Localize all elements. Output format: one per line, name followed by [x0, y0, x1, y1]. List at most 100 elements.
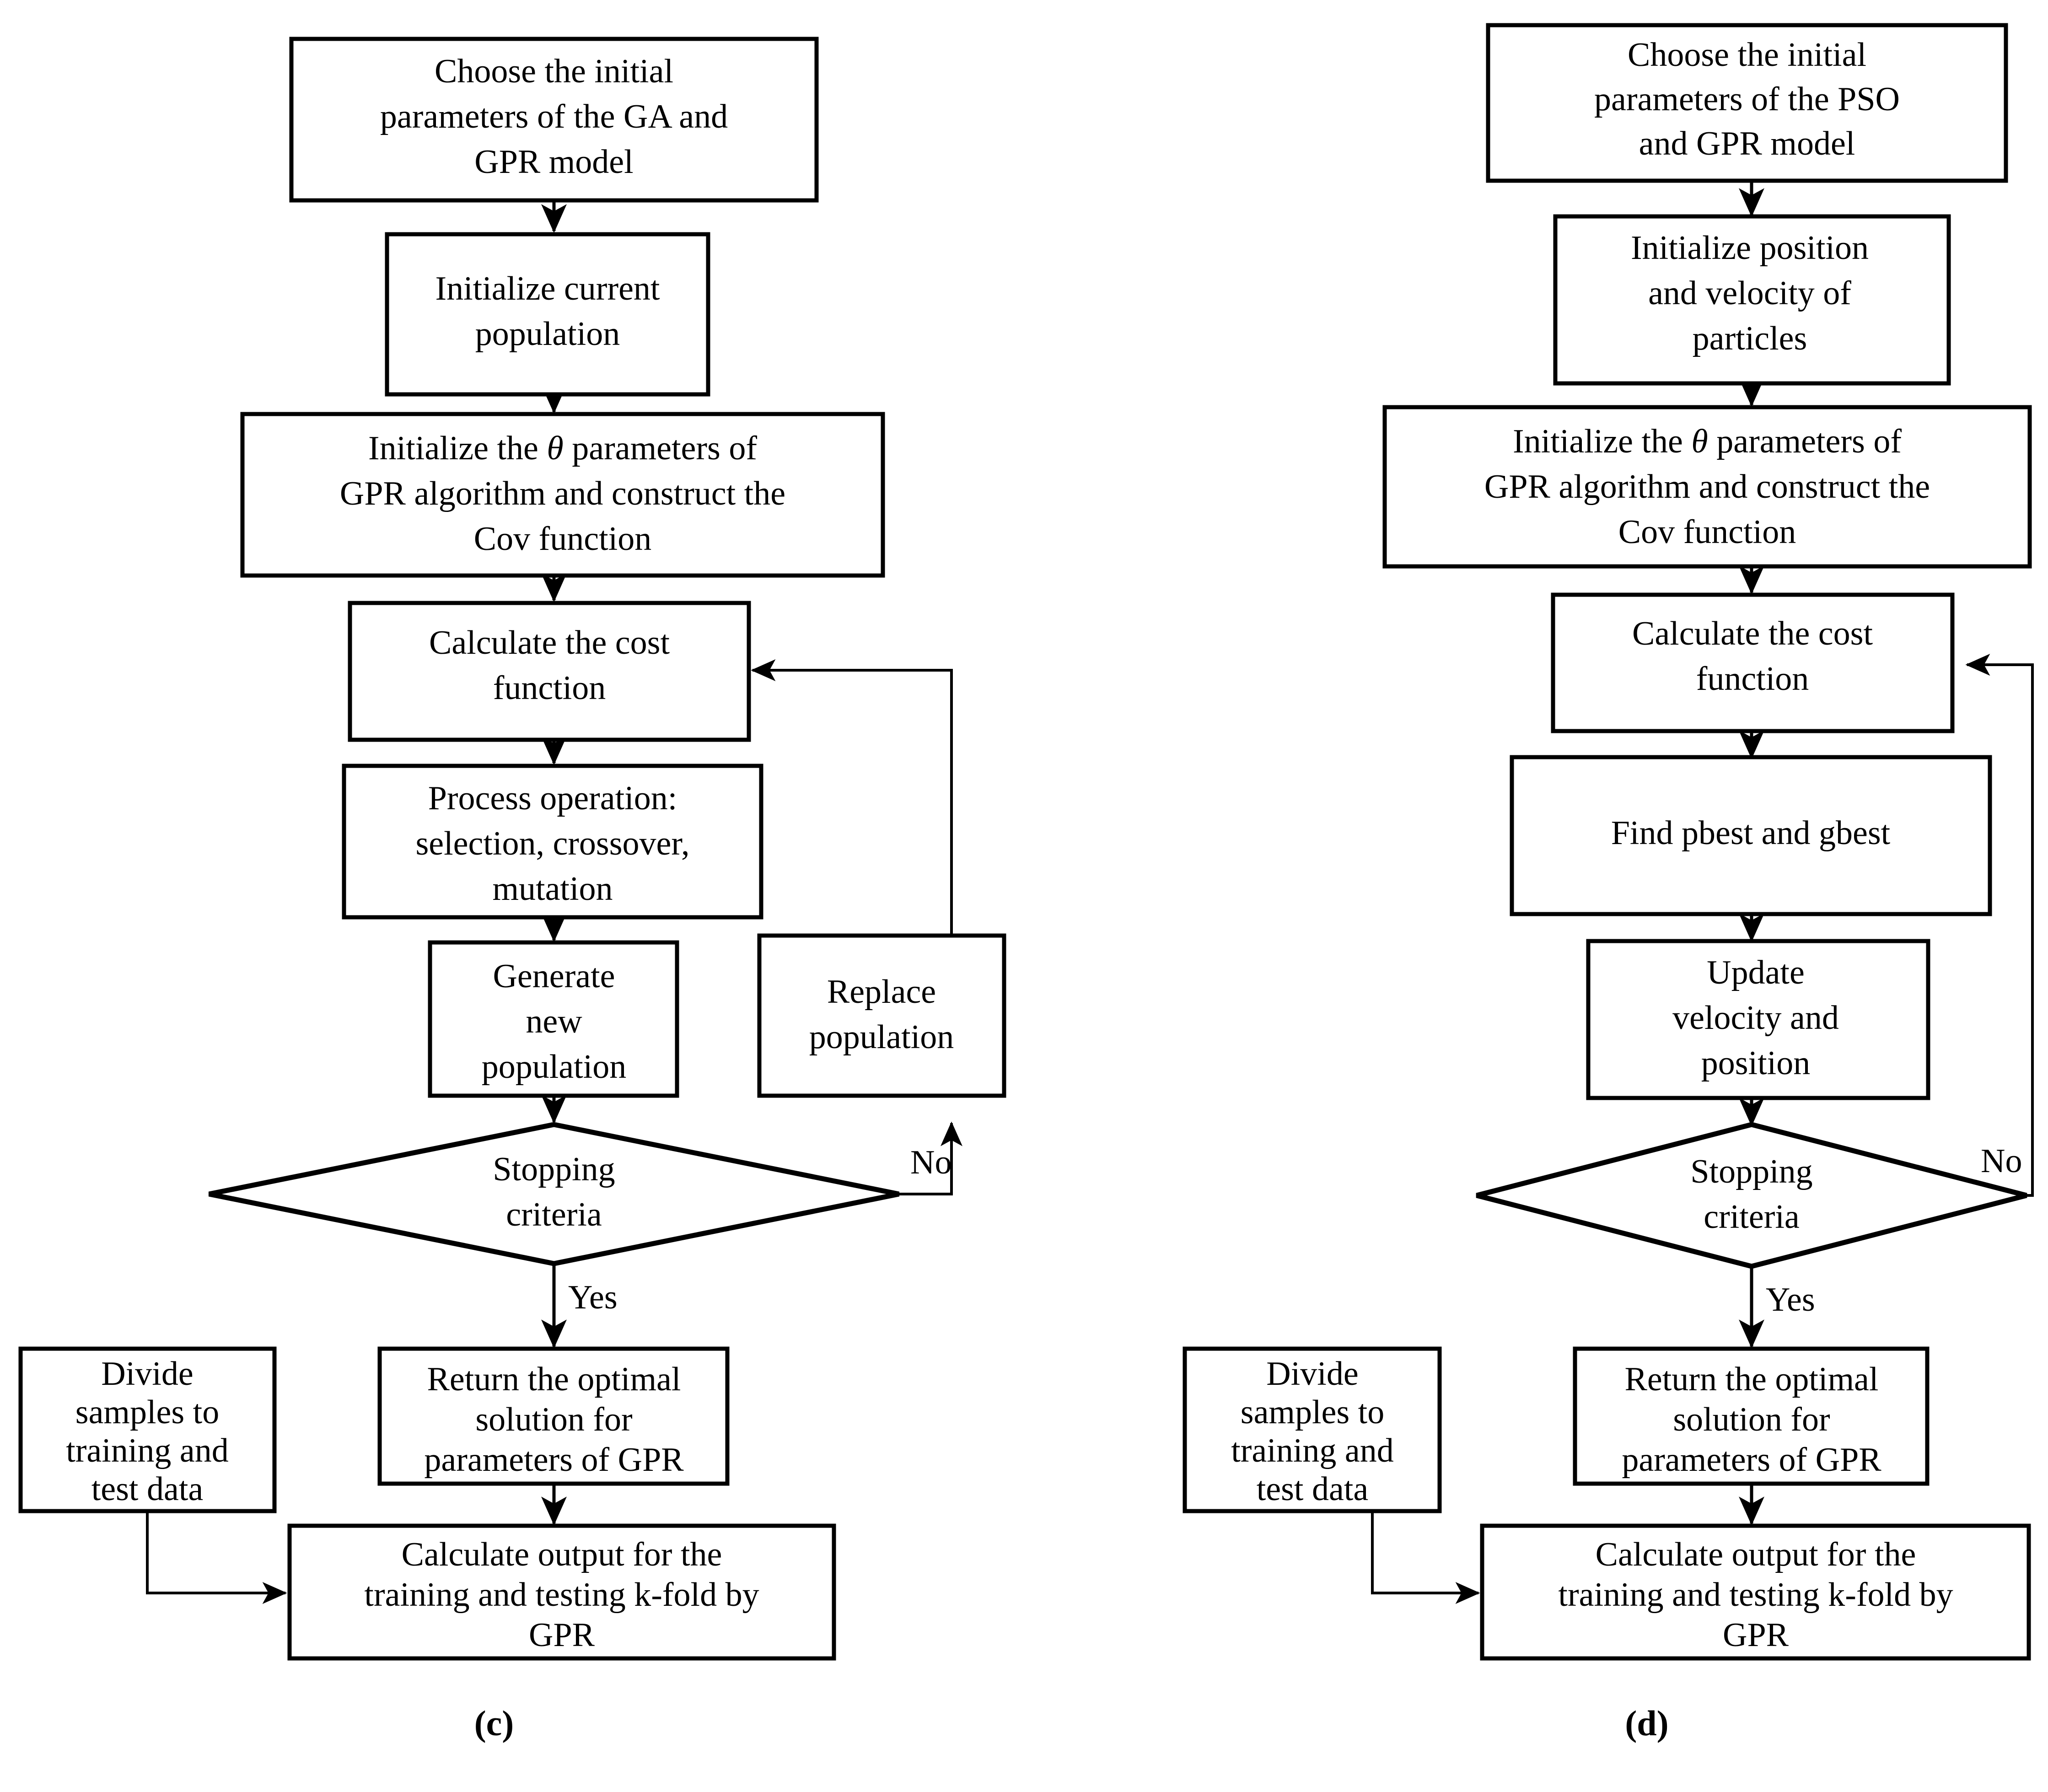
node-c5-label: mutation — [492, 870, 613, 908]
node-c11-box[interactable] — [287, 1523, 836, 1661]
node-d2-box[interactable] — [1553, 214, 1951, 386]
node-d3-label: Initialize the θ parameters of — [1513, 423, 1902, 460]
node-c7[interactable]: Replace population — [757, 933, 1006, 1098]
node-c4-box[interactable] — [348, 601, 751, 742]
edge-label-d-yes: Yes — [1766, 1281, 1815, 1318]
edge-c9-c11 — [146, 1511, 287, 1604]
node-d4-box[interactable] — [1551, 592, 1955, 733]
node-c7-label: Replace — [827, 973, 936, 1011]
node-d10-label: training and testing k-fold by — [1558, 1576, 1953, 1614]
node-c2-box[interactable] — [385, 232, 710, 397]
node-c11[interactable]: Calculate output for the training and te… — [287, 1523, 836, 1661]
node-c10-label: solution for — [475, 1401, 632, 1438]
node-d10[interactable]: Calculate output for the training and te… — [1480, 1523, 2031, 1661]
node-c3[interactable]: Initialize the θ parameters of GPR algor… — [240, 412, 885, 578]
node-c1-label: parameters of the GA and — [380, 98, 728, 135]
node-d7[interactable]: Stopping criteria — [1476, 1122, 2027, 1269]
node-d5-box[interactable] — [1510, 755, 1992, 916]
node-c10-box[interactable] — [377, 1346, 730, 1486]
node-c3-box[interactable] — [240, 412, 885, 578]
node-c1-box[interactable] — [289, 37, 819, 203]
node-c3-label: GPR algorithm and construct the — [340, 475, 785, 512]
node-c6-label: population — [482, 1048, 627, 1086]
node-c7-label: population — [809, 1018, 954, 1056]
node-c5[interactable]: Process operation: selection, crossover,… — [342, 764, 763, 920]
node-d8-label: test data — [1257, 1470, 1369, 1508]
node-d5-label: Find pbest and gbest — [1611, 814, 1891, 852]
node-c8-diamond[interactable] — [208, 1122, 900, 1266]
node-c8-label: Stopping — [493, 1151, 615, 1188]
node-d6-label: Update — [1707, 954, 1805, 991]
node-d8-label: Divide — [1266, 1355, 1358, 1393]
node-c5-label: Process operation: — [428, 780, 677, 817]
node-d7-diamond[interactable] — [1476, 1122, 2027, 1269]
node-d1[interactable]: Choose the initial parameters of the PSO… — [1486, 23, 2008, 183]
node-d6-label: position — [1701, 1044, 1810, 1082]
node-c8-label: criteria — [506, 1196, 602, 1233]
node-d7-label: criteria — [1704, 1198, 1800, 1236]
node-c4-label: function — [493, 669, 606, 707]
node-d1-label: parameters of the PSO — [1594, 81, 1900, 118]
node-d3[interactable]: Initialize the θ parameters of GPR algor… — [1382, 405, 2032, 569]
panel-caption-c: (c) — [474, 1703, 514, 1743]
node-c10-label: parameters of GPR — [424, 1441, 684, 1479]
node-c9-label: Divide — [101, 1355, 193, 1393]
node-d10-label: GPR — [1723, 1616, 1789, 1654]
node-c7-box[interactable] — [757, 933, 1006, 1098]
node-c9-label: training and — [66, 1432, 229, 1469]
node-c2-label: Initialize current — [435, 270, 660, 307]
node-d8-box[interactable] — [1183, 1346, 1442, 1513]
edge-c7-c4-loopback — [751, 659, 953, 936]
node-d6-box[interactable] — [1586, 939, 1930, 1100]
node-d1-label: and GPR model — [1639, 125, 1855, 162]
node-d9-box[interactable] — [1573, 1346, 1930, 1486]
edge-c8-c7-no — [899, 1121, 962, 1195]
node-d1-label: Choose the initial — [1628, 36, 1866, 74]
node-d9[interactable]: Return the optimal solution for paramete… — [1573, 1346, 1930, 1486]
node-c10-label: Return the optimal — [427, 1361, 681, 1398]
node-d2-label: particles — [1693, 320, 1807, 357]
node-c8[interactable]: Stopping criteria — [208, 1122, 900, 1266]
edge-d7-d4-no-loopback — [1965, 654, 2034, 1197]
node-d2-label: and velocity of — [1648, 274, 1851, 312]
node-d3-box[interactable] — [1382, 405, 2032, 569]
node-c4-label: Calculate the cost — [429, 624, 670, 662]
node-d4-label: function — [1696, 660, 1809, 698]
panel-d: Choose the initial parameters of the PSO… — [1183, 23, 2034, 1743]
node-c9-label: samples to — [75, 1394, 219, 1431]
node-d6-label: velocity and — [1672, 999, 1839, 1037]
panel-c: Choose the initial parameters of the GA … — [18, 37, 1006, 1743]
node-d3-label: Cov function — [1618, 513, 1796, 551]
node-c6-label: Generate — [493, 958, 615, 995]
node-d9-label: Return the optimal — [1625, 1361, 1879, 1398]
node-c2[interactable]: Initialize current population — [385, 232, 710, 397]
node-c11-label: GPR — [529, 1616, 595, 1654]
node-c6-box[interactable] — [428, 940, 679, 1098]
node-d8-label: samples to — [1241, 1394, 1384, 1431]
edge-d8-d10 — [1371, 1511, 1480, 1604]
node-d5[interactable]: Find pbest and gbest — [1510, 755, 1992, 916]
node-c5-box[interactable] — [342, 764, 763, 920]
node-d8[interactable]: Divide samples to training and test data — [1183, 1346, 1442, 1513]
node-c4[interactable]: Calculate the cost function — [348, 601, 751, 742]
panel-caption-d: (d) — [1625, 1703, 1668, 1743]
node-c6-label: new — [526, 1003, 582, 1040]
node-c11-label: training and testing k-fold by — [364, 1576, 759, 1614]
node-c9-box[interactable] — [18, 1346, 277, 1513]
node-d9-label: parameters of GPR — [1622, 1441, 1881, 1479]
node-c6[interactable]: Generate new population — [428, 940, 679, 1098]
node-d10-box[interactable] — [1480, 1523, 2031, 1661]
node-c3-label: Initialize the θ parameters of — [368, 430, 757, 467]
node-c11-label: Calculate output for the — [402, 1536, 722, 1573]
node-d4[interactable]: Calculate the cost function — [1551, 592, 1955, 733]
node-c10[interactable]: Return the optimal solution for paramete… — [377, 1346, 730, 1486]
node-d2[interactable]: Initialize position and velocity of part… — [1553, 214, 1951, 386]
panel-c-edges — [146, 200, 962, 1604]
node-d9-label: solution for — [1673, 1401, 1830, 1438]
node-c9[interactable]: Divide samples to training and test data — [18, 1346, 277, 1513]
node-d1-box[interactable] — [1486, 23, 2008, 183]
node-d6[interactable]: Update velocity and position — [1586, 939, 1930, 1100]
panel-d-edges — [1371, 181, 2034, 1604]
node-c1[interactable]: Choose the initial parameters of the GA … — [289, 37, 819, 203]
